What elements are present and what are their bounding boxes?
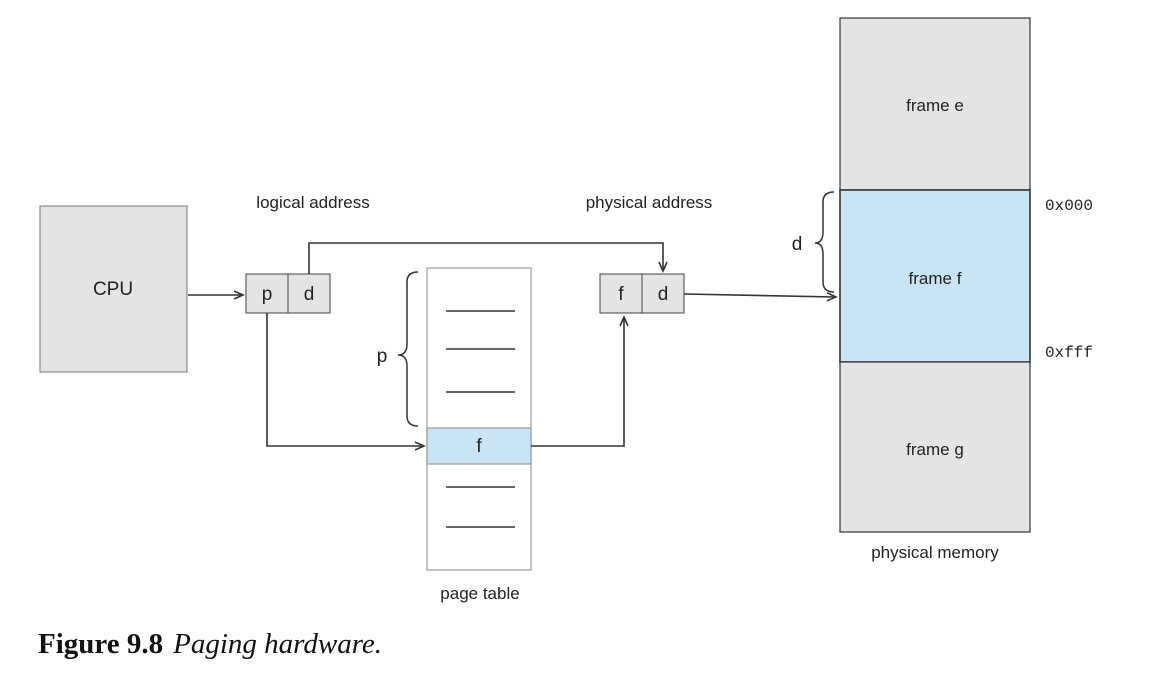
page-table-label: page table: [440, 584, 519, 603]
p-brace-label: p: [377, 346, 388, 367]
address-end: 0xfff: [1045, 344, 1093, 362]
cpu-box: [39, 205, 188, 373]
p-brace: [397, 271, 419, 427]
paging-diagram: CPU logical address p d f page table p p…: [39, 17, 1093, 603]
arrow-f-to-physical: [531, 315, 629, 447]
arrow-offset-d: [308, 242, 668, 274]
logical-p-cell: [245, 273, 289, 314]
physical-f-cell: [599, 273, 643, 314]
frame-f-label: frame f: [909, 269, 962, 288]
address-start: 0x000: [1045, 197, 1093, 215]
d-brace-label: d: [792, 234, 803, 255]
arrow-p-to-page-table: [266, 313, 426, 451]
frame-e-label: frame e: [906, 96, 964, 115]
cpu-label: CPU: [93, 279, 133, 300]
figure-number: Figure 9.8: [38, 628, 164, 660]
logical-address-title: logical address: [256, 193, 369, 212]
frame-e: [839, 17, 1031, 191]
logical-d-label: d: [304, 284, 315, 305]
page-table-entry-f-label: f: [476, 436, 482, 457]
physical-d-label: d: [658, 284, 669, 305]
physical-address-title: physical address: [586, 193, 713, 212]
frame-f: [839, 189, 1031, 363]
arrow-physical-to-memory: [683, 292, 838, 302]
d-brace: [814, 191, 835, 293]
frame-g: [839, 361, 1031, 533]
logical-p-label: p: [262, 284, 273, 305]
physical-d-cell: [641, 273, 685, 314]
physical-f-label: f: [618, 284, 624, 305]
frame-g-label: frame g: [906, 440, 964, 459]
physical-memory-label: physical memory: [871, 543, 999, 562]
page-table: [426, 267, 532, 571]
figure-caption: Figure 9.8 Paging hardware.: [38, 628, 382, 661]
figure-title: Paging hardware.: [173, 628, 383, 660]
